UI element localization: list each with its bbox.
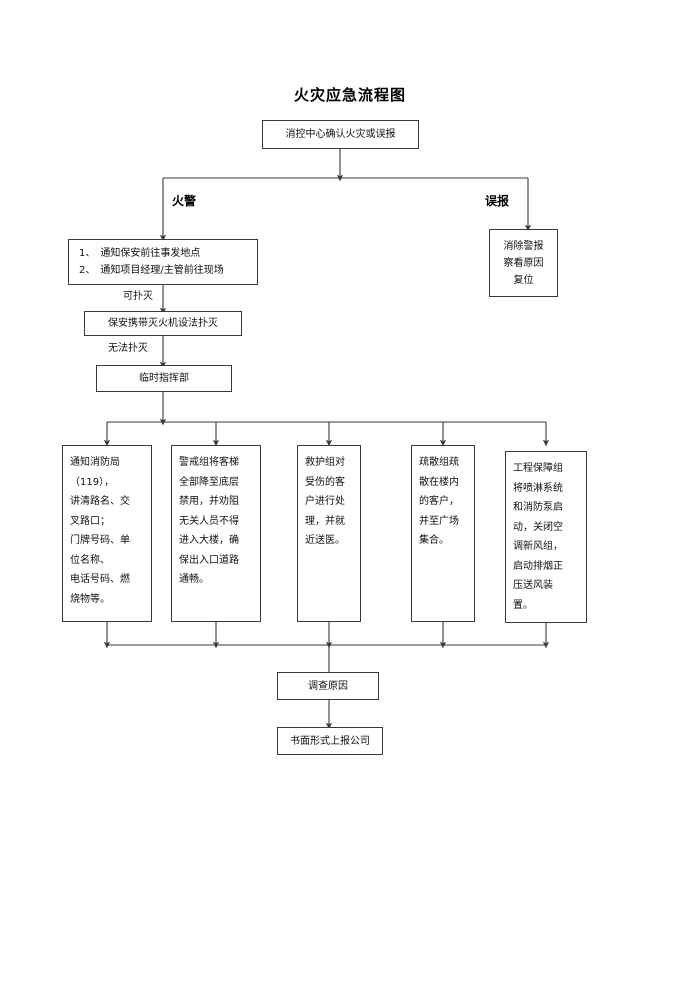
node-start-label: 消控中心确认火灾或误报 — [285, 129, 396, 140]
node-fire-actions-label: 1、 通知保安前往事发地点 2、 通知项目经理/主管前往现场 — [79, 248, 224, 276]
branch-label-fire: 火警 — [172, 194, 197, 208]
node-command-center-label: 临时指挥部 — [139, 373, 189, 384]
node-false-alarm[interactable]: 消除警报 察看原因 复位 — [489, 229, 558, 297]
node-medical-team[interactable]: 救护组对 受伤的客 户进行处 理，并就 近送医。 — [297, 445, 361, 622]
node-guard-team-label: 警戒组将客梯 全部降至底层 禁用，并劝阻 无关人员不得 进入大楼，确 保出入口道… — [179, 457, 239, 585]
node-engineering-team-label: 工程保障组 将喷淋系统 和消防泵启 动，关闭空 调新风组， 启动排烟正 压送风装… — [513, 463, 563, 611]
node-notify-fire-dept[interactable]: 通知消防局 （119）， 讲清路名、交 叉路口； 门牌号码、单 位名称、 电话号… — [62, 445, 152, 622]
node-notify-fire-dept-label: 通知消防局 （119）， 讲清路名、交 叉路口； 门牌号码、单 位名称、 电话号… — [70, 457, 130, 605]
node-medical-team-label: 救护组对 受伤的客 户进行处 理，并就 近送医。 — [305, 457, 345, 546]
node-extinguish-label: 保安携带灭火机设法扑灭 — [108, 318, 218, 329]
node-written-report[interactable]: 书面形式上报公司 — [277, 727, 383, 755]
node-investigate-cause-label: 调查原因 — [308, 680, 348, 692]
node-start[interactable]: 消控中心确认火灾或误报 — [262, 120, 419, 149]
node-fire-actions[interactable]: 1、 通知保安前往事发地点 2、 通知项目经理/主管前往现场 — [68, 239, 258, 285]
node-engineering-team[interactable]: 工程保障组 将喷淋系统 和消防泵启 动，关闭空 调新风组， 启动排烟正 压送风装… — [505, 451, 587, 623]
node-investigate-cause[interactable]: 调查原因 — [277, 672, 379, 700]
node-evacuation-team[interactable]: 疏散组疏 散在楼内 的客户， 并至广场 集合。 — [411, 445, 475, 622]
edge-label-can-extinguish: 可扑灭 — [123, 291, 153, 302]
node-guard-team[interactable]: 警戒组将客梯 全部降至底层 禁用，并劝阻 无关人员不得 进入大楼，确 保出入口道… — [171, 445, 261, 622]
node-false-alarm-label: 消除警报 察看原因 复位 — [503, 240, 544, 286]
node-written-report-label: 书面形式上报公司 — [290, 735, 370, 747]
node-evacuation-team-label: 疏散组疏 散在楼内 的客户， 并至广场 集合。 — [419, 457, 459, 546]
node-command-center[interactable]: 临时指挥部 — [96, 365, 232, 392]
node-extinguish[interactable]: 保安携带灭火机设法扑灭 — [84, 311, 242, 336]
edge-label-cannot-extinguish: 无法扑灭 — [108, 343, 148, 354]
page-title: 火灾应急流程图 — [293, 86, 406, 104]
branch-label-false-alarm: 误报 — [485, 194, 510, 208]
